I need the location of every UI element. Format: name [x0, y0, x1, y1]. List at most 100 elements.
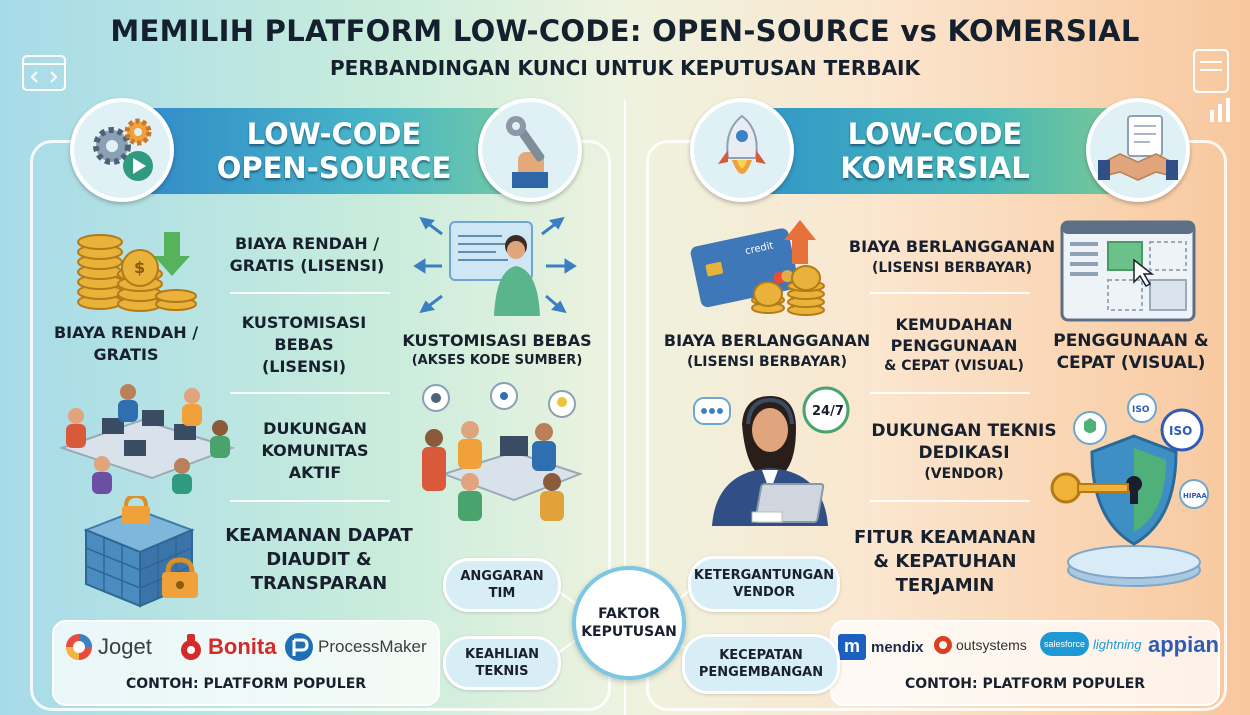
- appian-name: appian: [1148, 632, 1219, 657]
- outsystems-name: outsystems: [956, 637, 1027, 653]
- team-icon: [58, 384, 236, 494]
- text-line: (LISENSI): [261, 357, 347, 376]
- wrench-hand-icon: [478, 98, 582, 202]
- text-line: BIAYA RENDAH /: [53, 323, 199, 342]
- chart-doc-icon: [1193, 49, 1230, 122]
- page-subtitle: PERBANDINGAN KUNCI UNTUK KEPUTUSAN TERBA…: [330, 56, 920, 80]
- support-agent-icon: 24/7: [693, 386, 850, 526]
- text-line: & KEPATUHAN: [873, 551, 1017, 572]
- open-source-logos: Joget Bonita ProcessMaker CONTOH: PLATFO…: [52, 620, 440, 706]
- commercial-caption: CONTOH: PLATFORM POPULER: [904, 676, 1146, 692]
- text-line: BIAYA BERLANGGANAN: [848, 237, 1056, 256]
- iso-badge: ISO: [1169, 424, 1192, 438]
- text-line: PENGGUNAAN: [890, 336, 1018, 355]
- joget-name: Joget: [98, 634, 152, 659]
- text-line: TEKNIS: [475, 664, 529, 679]
- feature-customization: KUSTOMISASI BEBAS (LISENSI): [214, 312, 394, 378]
- text-line: VENDOR: [733, 585, 795, 600]
- text-line: KUSTOMISASI: [241, 313, 367, 332]
- text-line: KEAMANAN DAPAT: [225, 525, 413, 546]
- text-line: (AKSES KODE SUMBER): [411, 353, 583, 368]
- feature-subscription: BIAYA BERLANGGANAN (LISENSI BERBAYAR): [846, 236, 1058, 278]
- separator: [870, 392, 1030, 394]
- feature-cost: BIAYA RENDAH / GRATIS (LISENSI): [212, 233, 402, 277]
- outsystems-logo: outsystems: [934, 636, 1027, 654]
- text-line: (LISENSI BERBAYAR): [871, 260, 1033, 276]
- text-line: & CEPAT (VISUAL): [884, 358, 1024, 374]
- mendix-logo: m mendix: [838, 634, 924, 660]
- page-title: MEMILIH PLATFORM LOW-CODE: OPEN-SOURCE v…: [110, 14, 1140, 48]
- commercial-title-line1: LOW-CODE: [847, 117, 1023, 151]
- hipaa-badge: HIPAA: [1183, 492, 1207, 500]
- factor-budget: ANGGARAN TIM: [443, 558, 561, 612]
- text-line: ANGGARAN: [460, 569, 544, 584]
- processmaker-logo: ProcessMaker: [284, 632, 427, 662]
- joget-logo: Joget: [64, 632, 152, 662]
- text-line: TERJAMIN: [895, 575, 995, 596]
- feature-security-compliance: FITUR KEAMANAN & KEPATUHAN TERJAMIN: [852, 526, 1038, 598]
- factor-dev-speed: KECEPATAN PENGEMBANGAN: [682, 634, 840, 694]
- text-line: PENGGUNAAN &: [1053, 331, 1209, 351]
- feature-customization-detail: KUSTOMISASI BEBAS (AKSES KODE SUMBER): [392, 330, 602, 370]
- open-source-title-line2: OPEN-SOURCE: [216, 151, 452, 185]
- mendix-icon: m: [838, 634, 866, 660]
- text-line: KUSTOMISASI BEBAS: [402, 331, 592, 350]
- svg-text:$: $: [134, 258, 145, 277]
- text-line: BEBAS: [274, 335, 334, 354]
- text-line: CEPAT (VISUAL): [1056, 353, 1206, 373]
- text-line: DUKUNGAN: [263, 419, 367, 438]
- open-source-caption: CONTOH: PLATFORM POPULER: [125, 676, 367, 692]
- open-source-title-line1: LOW-CODE: [246, 117, 422, 151]
- separator: [870, 292, 1030, 294]
- credit-card-icon: credit: [690, 220, 825, 316]
- text-line: GRATIS: [93, 345, 159, 364]
- processmaker-icon: [285, 633, 313, 661]
- feature-security: KEAMANAN DAPAT DIAUDIT & TRANSPARAN: [224, 524, 414, 596]
- outsystems-icon: [934, 636, 952, 654]
- commercial-title-line2: KOMERSIAL: [840, 151, 1030, 185]
- text-line: DEDIKASI: [918, 443, 1010, 463]
- text-line: GRATIS (LISENSI): [229, 256, 385, 275]
- puzzle-cube-lock-icon: [83, 496, 198, 608]
- bonita-name: Bonita: [208, 634, 277, 659]
- team-icon: [422, 382, 583, 521]
- coins-icon: $: [77, 232, 197, 312]
- joget-icon: [66, 634, 92, 660]
- text-line: TIM: [488, 586, 516, 601]
- separator: [230, 292, 390, 294]
- commercial-logos: m mendix outsystems salesforce lightning…: [830, 620, 1220, 706]
- separator: [230, 500, 390, 502]
- feature-vendor-support: DUKUNGAN TEKNIS DEDIKASI (VENDOR): [866, 420, 1062, 484]
- center-divider: [624, 100, 626, 715]
- separator: [230, 392, 390, 394]
- text-line: KETERGANTUNGAN: [693, 568, 835, 583]
- feature-subscription-label: BIAYA BERLANGGANAN (LISENSI BERBAYAR): [660, 330, 874, 372]
- text-line: BIAYA RENDAH /: [234, 234, 380, 253]
- appian-logo: appian: [1148, 632, 1219, 658]
- code-window-icon: [22, 55, 66, 91]
- text-line: PENGEMBANGAN: [698, 665, 824, 680]
- lightning-name: lightning: [1093, 636, 1142, 652]
- text-line: (VENDOR): [924, 466, 1004, 482]
- shield-key-icon: ISO ISO HIPAA: [1050, 393, 1209, 587]
- factor-vendor-lock-in: KETERGANTUNGAN VENDOR: [688, 556, 840, 612]
- developer-icon: [413, 216, 577, 316]
- bonita-logo: Bonita: [178, 632, 276, 662]
- text-line: BIAYA BERLANGGANAN: [663, 331, 871, 350]
- factor-skills: KEAHLIAN TEKNIS: [443, 636, 561, 690]
- text-line: FAKTOR: [598, 606, 660, 622]
- text-line: KEAHLIAN: [465, 647, 539, 662]
- separator: [870, 500, 1030, 502]
- iso-text: ISO: [1132, 405, 1150, 415]
- processmaker-name: ProcessMaker: [318, 637, 427, 656]
- feature-community-support: DUKUNGAN KOMUNITAS AKTIF: [230, 418, 400, 484]
- feature-ease-of-use: KEMUDAHAN PENGGUNAAN & CEPAT (VISUAL): [866, 314, 1042, 377]
- rocket-icon: [690, 98, 794, 202]
- text-line: KECEPATAN: [719, 648, 803, 663]
- text-line: KOMUNITAS: [261, 441, 369, 460]
- bonita-icon: [181, 634, 201, 660]
- text-line: TRANSPARAN: [250, 573, 388, 594]
- gears-icon: [70, 98, 174, 202]
- feature-ease-detail: PENGGUNAAN & CEPAT (VISUAL): [1044, 330, 1218, 374]
